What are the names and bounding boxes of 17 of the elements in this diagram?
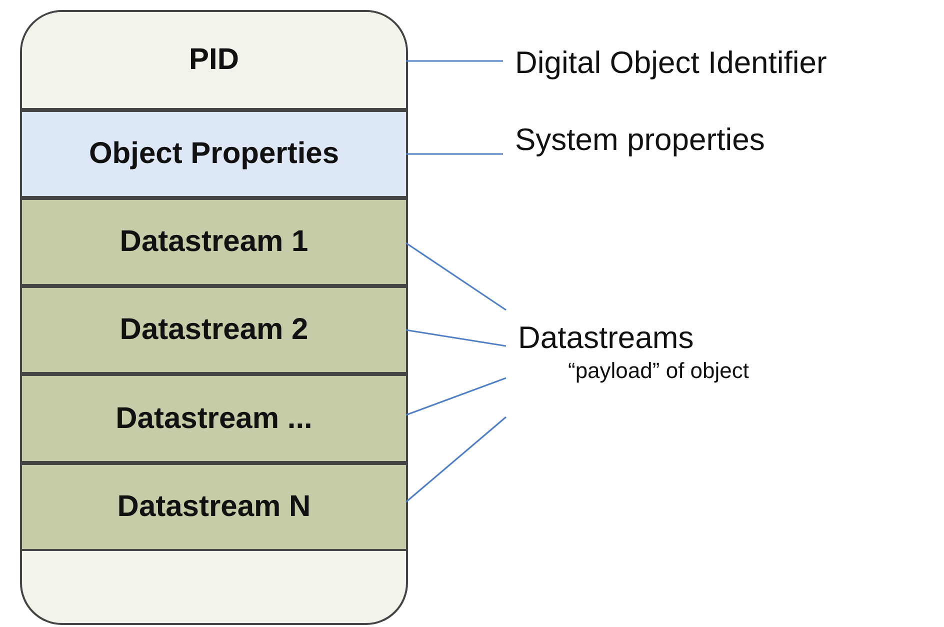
callout-label: Datastreams (518, 320, 695, 356)
leader-line (406, 60, 503, 62)
object-section: Datastream ... (22, 374, 406, 463)
object-section: Object Properties (22, 110, 406, 198)
leader-line (406, 242, 506, 311)
object-container (20, 10, 408, 625)
leader-line (405, 416, 507, 503)
object-section: PID (22, 12, 406, 110)
callout-note: “payload” of object (568, 358, 749, 384)
callout-label: Digital Object Identifier (515, 45, 827, 81)
object-section: Datastream 2 (22, 286, 406, 374)
object-section: Datastream N (22, 463, 406, 551)
leader-line (406, 377, 506, 416)
callout-label: System properties (515, 122, 765, 158)
leader-line (406, 329, 506, 347)
object-section: Datastream 1 (22, 198, 406, 286)
leader-line (406, 153, 503, 155)
